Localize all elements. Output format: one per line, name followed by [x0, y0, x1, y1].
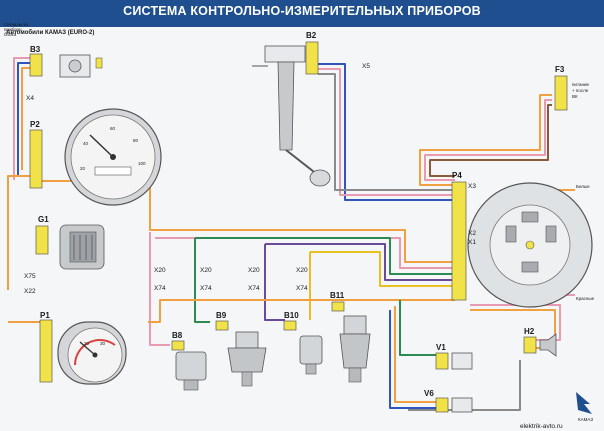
- connector-x20-c: X20: [248, 267, 260, 274]
- label-b11: B11: [330, 291, 345, 300]
- label-v1: V1: [436, 343, 446, 352]
- connector-x22: X22: [24, 288, 36, 295]
- wire-p1-right: [148, 299, 455, 323]
- wire-yellow-b11: [310, 251, 455, 287]
- wire-green: [195, 237, 455, 275]
- connector-x75: X75: [24, 273, 36, 280]
- wire-b2-p4-blue: [318, 63, 455, 201]
- connector-x74-b: X74: [200, 285, 212, 292]
- label-b3: B3: [30, 45, 41, 54]
- component-b8: B8: [171, 331, 207, 391]
- page-title: СИСТЕМА КОНТРОЛЬНО-ИЗМЕРИТЕЛЬНЫХ ПРИБОРО…: [123, 4, 481, 18]
- connector-x74-a: X74: [154, 285, 166, 292]
- f3-note-3: ВК: [572, 94, 578, 99]
- connector-x74-c: X74: [248, 285, 260, 292]
- wire-f3-p4-pink: [424, 99, 552, 181]
- component-b10: B10: [283, 311, 323, 375]
- wire-pink-across: [149, 232, 170, 346]
- f3-note-1: питание: [572, 82, 589, 87]
- wire-f3-p4-orange: [419, 94, 552, 186]
- svg-text:20: 20: [80, 166, 86, 171]
- page-subtitle: Автомобили КАМАЗ (EURO-2): [6, 30, 95, 36]
- wire-v1-line: [399, 300, 440, 356]
- watermark: elektrik-avto.ru: [520, 423, 563, 430]
- wire-f3-p4-brown: [429, 104, 552, 177]
- component-b3: B3: [29, 45, 103, 78]
- label-p1: P1: [40, 311, 50, 320]
- svg-text:80: 80: [133, 138, 139, 143]
- component-b2: B2: [252, 31, 331, 187]
- wire-purple-drop: [264, 244, 285, 321]
- label-p2: P2: [30, 120, 40, 129]
- kamaz-logo: КАМАЗ: [576, 392, 593, 422]
- label-f3: F3: [555, 65, 565, 74]
- component-h2: H2: [523, 327, 557, 357]
- component-p4: P4: [451, 171, 593, 308]
- connector-x1: X1: [468, 239, 476, 246]
- label-b8: B8: [172, 331, 183, 340]
- wire-b2-p4-grey: [318, 73, 455, 191]
- corner-note-2: приборн.: [4, 27, 23, 32]
- label-v6: V6: [424, 389, 434, 398]
- connector-x74-d: X74: [296, 285, 308, 292]
- label-p4: P4: [452, 171, 462, 180]
- connector-x5: X5: [362, 63, 370, 70]
- wire-v6-line: [394, 306, 440, 403]
- corner-note-1: Сигналы из: [4, 22, 28, 27]
- component-v1: V1: [435, 343, 473, 370]
- svg-text:60: 60: [110, 126, 116, 131]
- connector-x2: X2: [468, 230, 476, 237]
- svg-text:100: 100: [138, 161, 146, 166]
- component-g1: G1: [35, 215, 105, 270]
- f3-note-2: + после: [572, 88, 589, 93]
- corner-note-3: блока: [4, 32, 17, 37]
- wire-green-drop: [194, 238, 210, 323]
- svg-text:30: 30: [100, 341, 106, 346]
- wire-bus-orange-1: [7, 175, 40, 290]
- connector-x20-a: X20: [154, 267, 166, 274]
- wire-v6-line2: [389, 310, 440, 409]
- component-v6: V6: [424, 389, 473, 413]
- connector-x20-d: X20: [296, 267, 308, 274]
- p4-note-top: Белые: [576, 184, 590, 189]
- wire-b2-p4-pink: [318, 68, 455, 196]
- connector-x4: X4: [26, 95, 34, 102]
- component-p1: P1 20 30: [39, 311, 127, 385]
- label-b9: B9: [216, 311, 227, 320]
- connector-x20-b: X20: [200, 267, 212, 274]
- component-b11: B11: [330, 291, 371, 383]
- wire-purple: [265, 243, 455, 281]
- title-bar: [0, 0, 604, 27]
- label-b2: B2: [306, 31, 317, 40]
- connector-x3: X3: [468, 183, 476, 190]
- label-h2: H2: [524, 327, 535, 336]
- p4-note-bottom: Красные: [576, 296, 595, 301]
- component-p2: P2 20 40 60 80 100: [29, 108, 162, 206]
- label-g1: G1: [38, 215, 49, 224]
- wire-pink-across2: [155, 237, 455, 269]
- component-f3: F3: [554, 65, 568, 111]
- svg-text:КАМАЗ: КАМАЗ: [578, 417, 593, 422]
- svg-text:40: 40: [83, 141, 89, 146]
- label-b10: B10: [284, 311, 299, 320]
- svg-text:20: 20: [84, 341, 90, 346]
- component-b9: B9: [215, 311, 267, 387]
